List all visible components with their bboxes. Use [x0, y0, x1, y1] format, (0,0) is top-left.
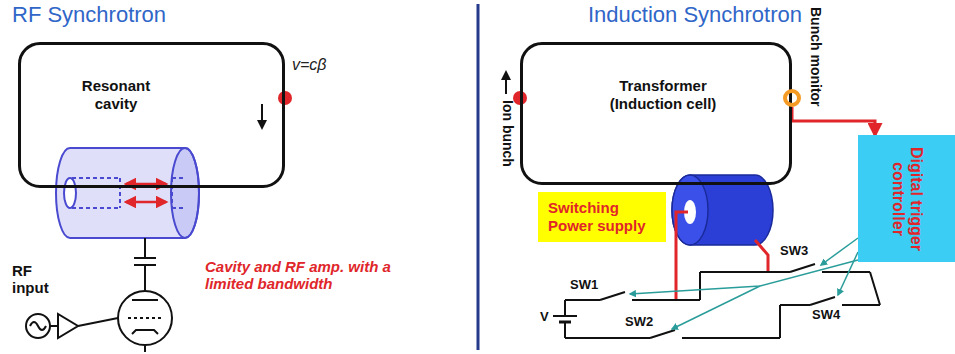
signal-connector [792, 107, 875, 135]
switch-label: SW2 [625, 315, 653, 330]
title: Induction Synchrotron [588, 2, 802, 27]
velocity-label: v=cβ [292, 56, 326, 74]
node-text: Transformer (Induction cell) [593, 77, 733, 113]
motion-arrow [505, 72, 507, 94]
node-text: Bunch monitor [808, 7, 824, 107]
ring-outline: Transformer (Induction cell) [520, 42, 792, 185]
controller-box: Digital trigger controller [858, 135, 955, 262]
node-text: Switching Power supply [548, 199, 656, 235]
power-supply-box: Switching Power supply [538, 192, 666, 242]
divider [477, 4, 480, 350]
switch-label: SW1 [570, 278, 598, 293]
ring-outline: Resonant cavity [18, 42, 285, 188]
cavity-cylinder [56, 148, 199, 238]
title: RF Synchrotron [12, 2, 166, 27]
induction-cell [672, 175, 773, 245]
node-text: Resonant cavity [61, 77, 171, 113]
bunch-label: Ion bunch [500, 100, 516, 167]
voltage-label: V [540, 310, 549, 325]
note: Cavity and RF amp. with a limited bandwi… [205, 258, 420, 293]
switch-label: SW3 [780, 244, 808, 259]
switch-circuit [553, 264, 880, 338]
trigger-lines [630, 238, 858, 329]
input-label: RF input [12, 262, 60, 297]
bunch-monitor: Bunch monitor [783, 89, 801, 107]
switch-label: SW4 [812, 308, 840, 323]
ion-dot [278, 91, 292, 105]
node-text: Digital trigger controller [888, 140, 925, 258]
motion-arrow [261, 104, 263, 128]
